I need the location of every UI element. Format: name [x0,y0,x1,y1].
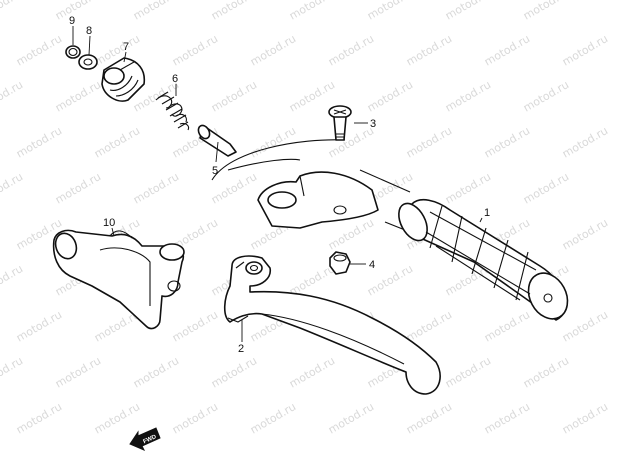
watermark-text: motod.ru [521,170,571,206]
leader-lines [72,26,483,342]
part-9-circlip [65,45,81,59]
watermark-text: motod.ru [482,400,532,436]
watermark-text: motod.ru [560,124,610,160]
watermark-text: motod.ru [0,78,25,114]
callout-9: 9 [69,15,75,27]
watermark-text: motod.ru [404,400,454,436]
watermark-text: motod.ru [482,124,532,160]
watermark-text: motod.ru [248,32,298,68]
watermark-text: motod.ru [443,78,493,114]
watermark-text: motod.ru [404,124,454,160]
watermark-text: motod.ru [170,400,220,436]
watermark-text: motod.ru [0,262,25,298]
watermark-text: motod.ru [0,170,25,206]
watermark-text: motod.ru [287,0,337,23]
watermark-text: motod.ru [560,216,610,252]
watermark-text: motod.ru [92,124,142,160]
part-4-nut [329,251,351,275]
watermark-text: motod.ru [521,354,571,390]
watermark-text: motod.ru [326,124,376,160]
watermark-text: motod.ru [14,124,64,160]
watermark-text: motod.ru [482,32,532,68]
watermark-text: motod.ru [365,0,415,23]
watermark-text: motod.ru [131,170,181,206]
watermark-text: motod.ru [248,124,298,160]
watermark-text: motod.ru [443,170,493,206]
watermark-text: motod.ru [443,0,493,23]
watermark-text: motod.ru [53,170,103,206]
part-5-pin [197,124,237,157]
watermark-text: motod.ru [53,354,103,390]
watermark-text: motod.ru [287,354,337,390]
callout-5: 5 [212,165,218,177]
watermark-text: motod.ru [92,400,142,436]
part-6-spring [155,91,190,131]
watermark-text: motod.ru [209,354,259,390]
watermark-text: motod.ru [365,78,415,114]
part-7-rubber-boot [101,57,146,102]
watermark-text: motod.ru [326,32,376,68]
callout-10: 10 [103,217,115,229]
lever-perch [257,171,379,229]
callout-6: 6 [172,73,178,85]
watermark-text: motod.ru [131,354,181,390]
handlebar-outline [211,139,411,231]
watermark-text: motod.ru [209,0,259,23]
fwd-direction-badge: FWD [129,427,161,451]
watermark-text: motod.ru [14,400,64,436]
part-2-clutch-lever [223,255,441,395]
watermark-text: motod.ru [0,354,25,390]
watermark-text: motod.ru [521,0,571,23]
callout-3: 3 [370,118,376,130]
watermark-text: motod.ru [560,400,610,436]
watermark-text: motod.ru [53,78,103,114]
watermark-text: motod.ru [0,0,25,23]
watermark-text: motod.ru [170,32,220,68]
part-1-handle-grip [398,198,569,321]
part-callouts: 9 8 7 6 5 3 4 1 2 10 [69,15,490,355]
watermark-text: motod.ru [14,308,64,344]
fwd-arrow-icon [129,427,161,451]
callout-4: 4 [369,259,375,271]
callout-8: 8 [86,25,92,37]
watermark-text: motod.ru [443,354,493,390]
watermark-text: motod.ru [326,400,376,436]
watermark-text: motod.ru [131,0,181,23]
watermark-text: motod.ru [521,78,571,114]
watermark-text: motod.ru [209,78,259,114]
watermark-text: motod.ru [560,32,610,68]
watermark-text: motod.ru [53,0,103,23]
callout-1: 1 [484,207,490,219]
watermark-text: motod.ru [404,308,454,344]
watermark-text: motod.ru [14,32,64,68]
watermark-text: motod.ru [560,308,610,344]
watermark-text: motod.ru [248,400,298,436]
watermark-text: motod.ru [404,32,454,68]
fwd-label: FWD [143,434,159,445]
part-8-washer [78,54,98,70]
watermark-text: motod.ru [170,308,220,344]
part-3-pivot-bolt [328,105,352,141]
callout-7: 7 [123,41,129,53]
watermark-text: motod.ru [482,308,532,344]
callout-2: 2 [238,343,244,355]
part-10-lever-bracket-cover [52,229,185,330]
